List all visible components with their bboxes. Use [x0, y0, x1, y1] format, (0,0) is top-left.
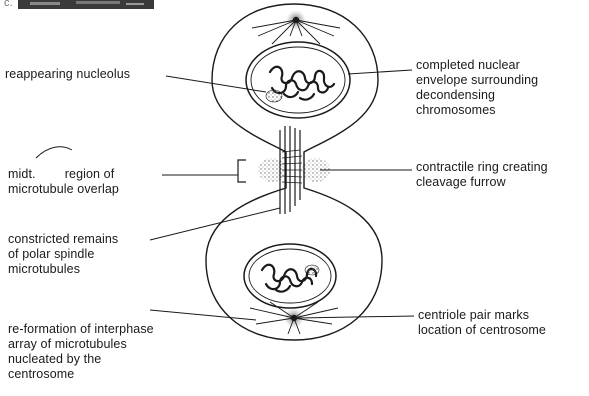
contractile-ring-left — [258, 158, 286, 182]
label-reformation-line1: re-formation of interphase — [8, 322, 154, 337]
midbody-bracket — [238, 160, 246, 182]
leader-constricted-remains — [150, 208, 280, 240]
label-contractile-ring: contractile ring creating cleavage furro… — [416, 160, 548, 190]
label-contractile-ring-line2: cleavage furrow — [416, 175, 548, 190]
label-contractile-ring-line1: contractile ring creating — [416, 160, 548, 175]
label-reformation-line3: nucleated by the — [8, 352, 154, 367]
label-centriole-pair-line1: centriole pair marks — [418, 308, 546, 323]
leader-centriole — [298, 316, 414, 318]
label-midbody-rest: region of — [65, 167, 115, 181]
label-nuclear-envelope: completed nuclear envelope surrounding d… — [416, 58, 538, 118]
top-centrosome — [252, 10, 340, 44]
label-constricted-remains-line1: constricted remains — [8, 232, 118, 247]
label-nuclear-envelope-line4: chromosomes — [416, 103, 538, 118]
cell-membrane — [206, 4, 382, 340]
label-constricted-remains: constricted remains of polar spindle mic… — [8, 232, 118, 277]
label-reformation-line2: array of microtubules — [8, 337, 154, 352]
bottom-nucleolus — [305, 265, 319, 275]
leader-lines — [150, 70, 414, 320]
label-reappearing-nucleolus: reappearing nucleolus — [5, 67, 130, 82]
label-centriole-pair-line2: location of centrosome — [418, 323, 546, 338]
label-midbody: midt. region of microtubule overlap — [8, 167, 119, 197]
top-nucleus — [246, 42, 350, 118]
label-nuclear-envelope-line1: completed nuclear — [416, 58, 538, 73]
leader-nuclear-envelope — [348, 70, 412, 74]
scan-arc-mark — [36, 147, 72, 158]
label-constricted-remains-line2: of polar spindle — [8, 247, 118, 262]
label-nuclear-envelope-line2: envelope surrounding — [416, 73, 538, 88]
label-centriole-pair: centriole pair marks location of centros… — [418, 308, 546, 338]
leader-reformation — [150, 310, 256, 320]
bottom-nucleus — [244, 244, 336, 308]
label-midbody-line2: microtubule overlap — [8, 182, 119, 197]
scan-noise-header — [18, 0, 154, 9]
label-reformation-line4: centrosome — [8, 367, 154, 382]
label-nuclear-envelope-line3: decondensing — [416, 88, 538, 103]
label-reformation: re-formation of interphase array of micr… — [8, 322, 154, 382]
top-nucleolus — [266, 90, 282, 102]
figure-letter: c. — [4, 0, 13, 11]
label-midbody-prefix: midt. — [8, 167, 36, 181]
label-constricted-remains-line3: microtubules — [8, 262, 118, 277]
midbody-microtubules — [280, 126, 302, 214]
